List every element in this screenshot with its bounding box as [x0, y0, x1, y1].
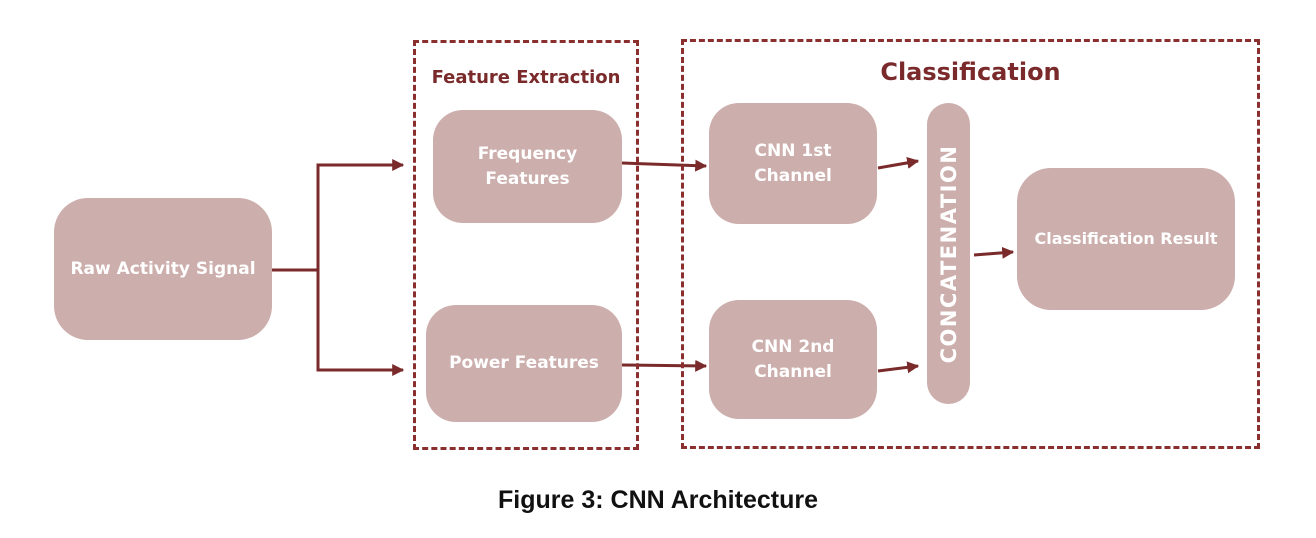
- edge-cnn2-to-concat: [877, 361, 920, 374]
- classification-result-node: Classification Result: [1017, 168, 1235, 310]
- raw-activity-signal-label: Raw Activity Signal: [70, 258, 256, 279]
- frequency-features-label-line2: Features: [485, 168, 570, 189]
- cnn-1st-channel-label-line1: CNN 1st: [754, 140, 832, 161]
- figure-caption: Figure 3: CNN Architecture: [498, 486, 818, 514]
- concatenation-label: CONCATENATION: [936, 144, 961, 363]
- classification-result-label: Classification Result: [1034, 229, 1218, 249]
- power-features-label: Power Features: [449, 353, 599, 374]
- frequency-features-node: Frequency Features: [433, 110, 622, 223]
- cnn-2nd-channel-label-line1: CNN 2nd: [751, 336, 835, 357]
- cnn-2nd-channel-label-line2: Channel: [754, 361, 832, 382]
- concatenation-node: CONCATENATION: [927, 103, 970, 404]
- cnn-1st-channel-node: CNN 1st Channel: [709, 103, 877, 224]
- cnn-2nd-channel-node: CNN 2nd Channel: [709, 300, 877, 419]
- frequency-features-label-line1: Frequency: [477, 143, 578, 164]
- feature-extraction-title: Feature Extraction: [431, 67, 621, 88]
- edge-concat-to-result: [973, 246, 1015, 259]
- edge-raw-to-power: [316, 270, 405, 376]
- raw-activity-signal-node: Raw Activity Signal: [54, 198, 272, 340]
- cnn-1st-channel-label-line2: Channel: [754, 165, 832, 186]
- power-features-node: Power Features: [426, 305, 622, 422]
- feature-extraction-group: Feature Extraction: [413, 40, 639, 450]
- classification-group: Classification: [681, 39, 1260, 449]
- edge-raw-to-frequency: [316, 159, 405, 270]
- edge-cnn1-to-concat: [877, 156, 920, 170]
- classification-title: Classification: [880, 58, 1061, 86]
